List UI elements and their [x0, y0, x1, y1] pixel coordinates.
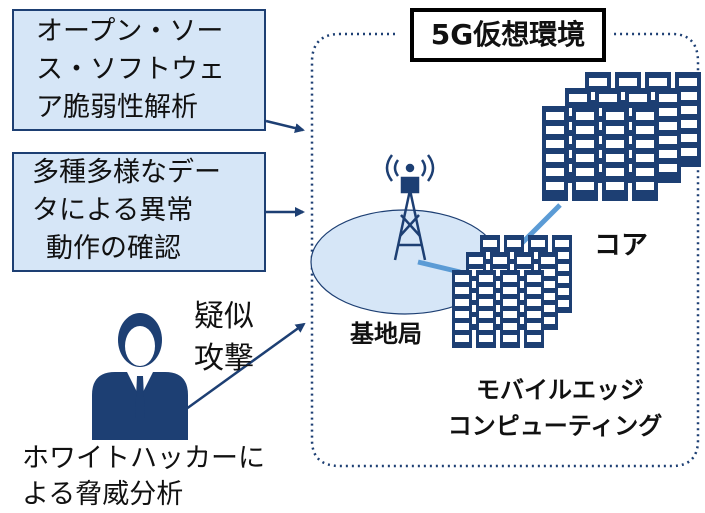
mec-label: モバイルエッジ コンピューティング [420, 372, 690, 444]
hacker-analysis-label: ホワイトハッカーに よる脅威分析 [22, 441, 265, 513]
oss-line-2: ス・ソフトウェ [36, 54, 225, 85]
attack-line-1: 疑似 [194, 299, 254, 334]
core-label: コア [594, 230, 648, 261]
oss-line-3: ア脆弱性解析 [36, 92, 198, 123]
pseudo-attack-label: 疑似 攻撃 [194, 296, 254, 380]
link-mec-core [518, 203, 562, 247]
arrow-attack [181, 322, 306, 414]
environment-title: 5G仮想環境 [410, 8, 606, 62]
hacker-line-2: よる脅威分析 [22, 479, 184, 510]
attack-line-2: 攻撃 [194, 341, 254, 376]
oss-line-1: オープン・ソー [36, 16, 224, 47]
antenna-tower-icon [385, 154, 435, 261]
data-line-1: 多種多様なデー [32, 157, 221, 188]
data-line-3: 動作の確認 [46, 233, 181, 264]
hacker-person-icon [92, 313, 188, 440]
base-station-label: 基地局 [350, 320, 422, 348]
oss-analysis-box: オープン・ソー ス・ソフトウェ ア脆弱性解析 [12, 9, 266, 131]
hacker-line-1: ホワイトハッカーに [22, 443, 265, 474]
anomaly-check-box: 多種多様なデー タによる異常 動作の確認 [12, 152, 266, 272]
mec-line-2: コンピューティング [447, 412, 663, 440]
environment-boundary [310, 32, 700, 468]
arrow-oss [265, 119, 305, 133]
mec-line-1: モバイルエッジ [476, 376, 644, 404]
data-line-2: タによる異常 [32, 195, 194, 226]
core-servers-icon [542, 72, 701, 201]
